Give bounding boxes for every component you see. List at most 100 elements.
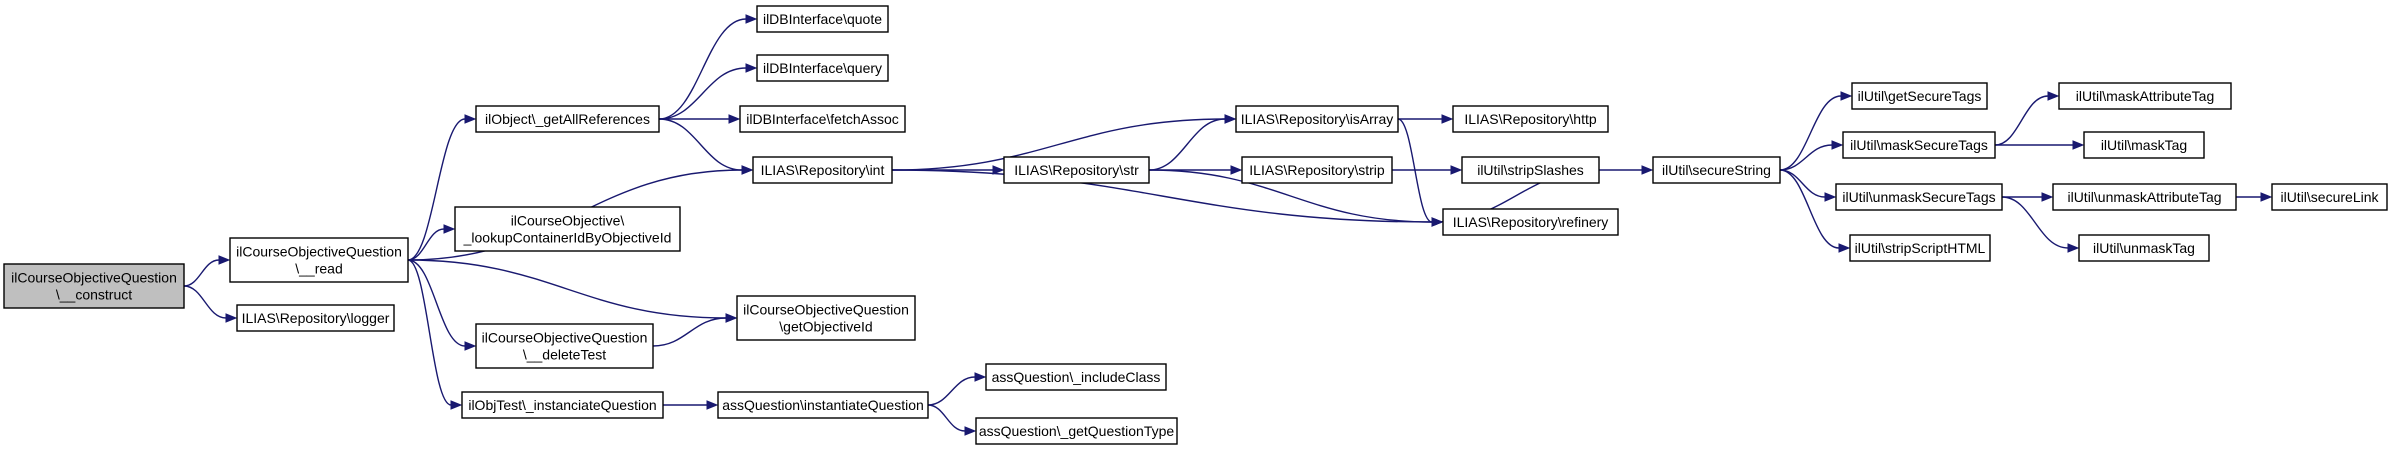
node-label-strip-script-html-1: ilUtil\stripScriptHTML <box>1855 240 1986 256</box>
node-logger[interactable]: ILIAS\Repository\logger <box>236 304 395 332</box>
node-get-secure-tags[interactable]: ilUtil\getSecureTags <box>1851 82 1988 110</box>
edge-arrowhead-get-all-refs-to-db-quote <box>745 14 758 24</box>
node-db-quote[interactable]: ilDBInterface\quote <box>756 5 889 33</box>
node-box-repo-strip[interactable] <box>1241 156 1393 184</box>
node-include-class[interactable]: assQuestion\_includeClass <box>985 363 1167 391</box>
node-secure-string[interactable]: ilUtil\secureString <box>1652 156 1781 184</box>
node-refinery[interactable]: ILIAS\Repository\refinery <box>1442 208 1619 236</box>
node-box-strip-script-html[interactable] <box>1849 234 1991 262</box>
node-box-construct[interactable] <box>3 263 185 309</box>
node-inst-question[interactable]: ilObjTest\_instanciateQuestion <box>461 391 664 419</box>
node-box-db-quote[interactable] <box>756 5 889 33</box>
node-http[interactable]: ILIAS\Repository\http <box>1452 105 1609 133</box>
nodes-layer: ilCourseObjectiveQuestion\__constructilC… <box>3 5 2388 445</box>
edge-arrowhead-get-all-refs-to-repo-int <box>741 165 754 175</box>
node-label-is-array-1: ILIAS\Repository\isArray <box>1241 111 1394 127</box>
node-mask-tag[interactable]: ilUtil\maskTag <box>2083 131 2205 159</box>
node-box-unmask-attr-tag[interactable] <box>2052 183 2237 211</box>
edge-arrowhead-read-to-get-all-refs <box>464 114 477 124</box>
node-box-delete-test[interactable] <box>475 323 654 369</box>
node-box-include-class[interactable] <box>985 363 1167 391</box>
node-box-http[interactable] <box>1452 105 1609 133</box>
node-unmask-secure-tags[interactable]: ilUtil\unmaskSecureTags <box>1835 183 2003 211</box>
edge-secure-string-to-get-secure-tags <box>1779 95 1842 171</box>
edge-arrowhead-repo-int-to-repo-str <box>992 165 1005 175</box>
edge-arrowhead-is-array-to-http <box>1441 114 1454 124</box>
node-repo-str[interactable]: ILIAS\Repository\str <box>1003 156 1150 184</box>
edge-arrowhead-get-all-refs-to-db-query <box>745 63 758 73</box>
node-label-get-obj-id-1: ilCourseObjectiveQuestion <box>743 302 909 318</box>
edge-get-all-refs-to-repo-int <box>658 118 743 171</box>
node-get-obj-id[interactable]: ilCourseObjectiveQuestion\getObjectiveId <box>736 295 916 341</box>
node-label-get-qtype-1: assQuestion\_getQuestionType <box>979 423 1175 439</box>
edge-repo-int-to-is-array <box>891 118 1226 171</box>
node-box-read[interactable] <box>229 237 409 283</box>
edge-get-all-refs-to-db-quote <box>658 18 747 120</box>
node-box-ass-inst[interactable] <box>717 391 929 419</box>
node-label-construct-1: ilCourseObjectiveQuestion <box>11 270 177 286</box>
edge-arrowhead-read-to-lookup-container <box>443 224 456 234</box>
node-unmask-attr-tag[interactable]: ilUtil\unmaskAttributeTag <box>2052 183 2237 211</box>
node-get-all-refs[interactable]: ilObject\_getAllReferences <box>475 105 660 133</box>
node-ass-inst[interactable]: assQuestion\instantiateQuestion <box>717 391 929 419</box>
edge-arrowhead-unmask-secure-tags-to-unmask-attr-tag <box>2041 192 2054 202</box>
node-box-db-fetch[interactable] <box>739 105 906 133</box>
node-box-mask-attr-tag[interactable] <box>2058 82 2232 110</box>
node-box-get-qtype[interactable] <box>975 417 1178 445</box>
node-lookup-container[interactable]: ilCourseObjective\_lookupContainerIdByOb… <box>454 206 681 252</box>
edge-construct-to-read <box>183 259 220 287</box>
node-label-read-1: ilCourseObjectiveQuestion <box>236 244 402 260</box>
node-label-unmask-attr-tag-1: ilUtil\unmaskAttributeTag <box>2067 189 2221 205</box>
edge-construct-to-logger <box>183 285 227 319</box>
node-box-db-query[interactable] <box>756 54 889 82</box>
edge-read-to-delete-test <box>407 259 466 347</box>
node-delete-test[interactable]: ilCourseObjectiveQuestion\__deleteTest <box>475 323 654 369</box>
node-box-repo-str[interactable] <box>1003 156 1150 184</box>
node-db-fetch[interactable]: ilDBInterface\fetchAssoc <box>739 105 906 133</box>
node-label-read-2: \__read <box>295 261 342 277</box>
node-db-query[interactable]: ilDBInterface\query <box>756 54 889 82</box>
edges-layer <box>183 14 2273 436</box>
edge-arrowhead-ass-inst-to-include-class <box>974 372 987 382</box>
node-strip-slashes[interactable]: ilUtil\stripSlashes <box>1461 156 1600 184</box>
node-strip-script-html[interactable]: ilUtil\stripScriptHTML <box>1849 234 1991 262</box>
node-box-mask-secure-tags[interactable] <box>1842 131 1996 159</box>
node-label-get-obj-id-2: \getObjectiveId <box>779 319 872 335</box>
node-construct[interactable]: ilCourseObjectiveQuestion\__construct <box>3 263 185 309</box>
node-box-get-secure-tags[interactable] <box>1851 82 1988 110</box>
edge-arrowhead-unmask-attr-tag-to-secure-link <box>2260 192 2273 202</box>
node-unmask-tag[interactable]: ilUtil\unmaskTag <box>2078 234 2210 262</box>
node-box-is-array[interactable] <box>1235 105 1399 133</box>
node-repo-int[interactable]: ILIAS\Repository\int <box>752 156 893 184</box>
node-box-secure-link[interactable] <box>2271 183 2388 211</box>
node-box-lookup-container[interactable] <box>454 206 681 252</box>
node-box-unmask-tag[interactable] <box>2078 234 2210 262</box>
node-box-unmask-secure-tags[interactable] <box>1835 183 2003 211</box>
node-box-repo-int[interactable] <box>752 156 893 184</box>
edge-arrowhead-secure-string-to-strip-script-html <box>1838 243 1851 253</box>
edge-secure-string-to-mask-secure-tags <box>1779 144 1833 171</box>
node-label-include-class-1: assQuestion\_includeClass <box>992 369 1161 385</box>
node-is-array[interactable]: ILIAS\Repository\isArray <box>1235 105 1399 133</box>
node-box-get-obj-id[interactable] <box>736 295 916 341</box>
edge-read-to-inst-question <box>407 259 452 406</box>
node-box-logger[interactable] <box>236 304 395 332</box>
node-box-get-all-refs[interactable] <box>475 105 660 133</box>
node-mask-attr-tag[interactable]: ilUtil\maskAttributeTag <box>2058 82 2232 110</box>
node-box-mask-tag[interactable] <box>2083 131 2205 159</box>
node-box-strip-slashes[interactable] <box>1461 156 1600 184</box>
edge-ass-inst-to-include-class <box>927 376 976 406</box>
node-box-secure-string[interactable] <box>1652 156 1781 184</box>
node-secure-link[interactable]: ilUtil\secureLink <box>2271 183 2388 211</box>
node-label-ass-inst-1: assQuestion\instantiateQuestion <box>722 397 924 413</box>
node-label-db-fetch-1: ilDBInterface\fetchAssoc <box>746 111 899 127</box>
node-mask-secure-tags[interactable]: ilUtil\maskSecureTags <box>1842 131 1996 159</box>
node-repo-strip[interactable]: ILIAS\Repository\strip <box>1241 156 1393 184</box>
node-label-delete-test-1: ilCourseObjectiveQuestion <box>482 330 648 346</box>
node-get-qtype[interactable]: assQuestion\_getQuestionType <box>975 417 1178 445</box>
node-read[interactable]: ilCourseObjectiveQuestion\__read <box>229 237 409 283</box>
node-box-refinery[interactable] <box>1442 208 1619 236</box>
node-box-inst-question[interactable] <box>461 391 664 419</box>
edge-read-to-get-obj-id <box>407 259 727 319</box>
